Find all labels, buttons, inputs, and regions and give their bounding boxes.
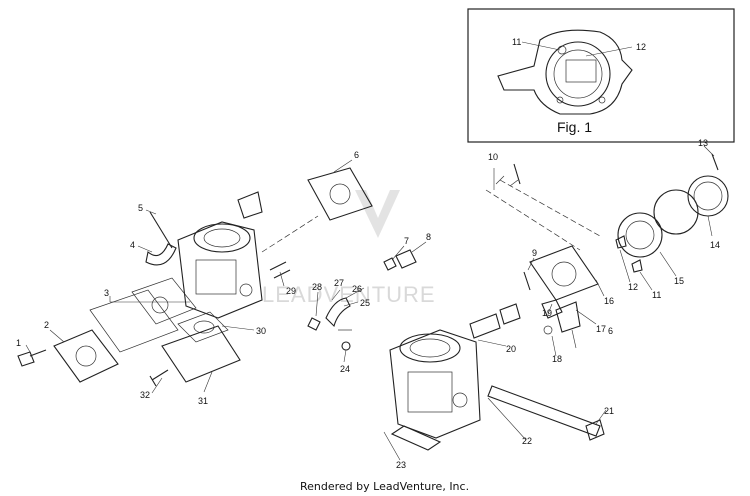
inset-label-12: 12 (636, 42, 646, 52)
leader-lines (25, 145, 715, 461)
callout-24: 24 (340, 364, 350, 374)
callout-8: 8 (426, 232, 431, 242)
callout-29: 29 (286, 286, 296, 296)
inset-fig1: 11 12 Fig. 1 (467, 8, 735, 143)
callout-13: 13 (698, 138, 708, 148)
right-carburetor-group (389, 153, 729, 451)
left-carburetor-group (17, 167, 417, 387)
callout-32: 32 (140, 390, 150, 400)
callout-26: 26 (352, 284, 362, 294)
callout-6-upper: 6 (354, 150, 359, 160)
callout-7: 7 (404, 236, 409, 246)
inset-label-11: 11 (512, 37, 521, 47)
callout-19: 19 (542, 308, 552, 318)
callout-30: 30 (256, 326, 266, 336)
callout-31: 31 (198, 396, 208, 406)
callout-28: 28 (312, 282, 322, 292)
callout-14: 14 (710, 240, 720, 250)
callout-10: 10 (488, 152, 498, 162)
callout-23: 23 (396, 460, 406, 470)
inset-frame (467, 8, 735, 143)
callout-2: 2 (44, 320, 49, 330)
inset-caption: Fig. 1 (557, 119, 592, 135)
callout-labels: 1 2 3 4 5 6 6 7 8 9 10 11 12 13 14 15 16… (16, 138, 720, 470)
callout-17: 17 (596, 324, 606, 334)
callout-6-lower: 6 (608, 326, 613, 336)
callout-16: 16 (604, 296, 614, 306)
callout-20: 20 (506, 344, 516, 354)
callout-11: 11 (652, 290, 661, 300)
callout-9: 9 (532, 248, 537, 258)
callout-21: 21 (604, 406, 614, 416)
callout-27: 27 (334, 278, 344, 288)
callout-5: 5 (138, 203, 143, 213)
callout-3: 3 (104, 288, 109, 298)
callout-4: 4 (130, 240, 135, 250)
callout-25: 25 (360, 298, 370, 308)
callout-1: 1 (16, 338, 21, 348)
callout-12: 12 (628, 282, 638, 292)
callout-18: 18 (552, 354, 562, 364)
callout-22: 22 (522, 436, 532, 446)
footer-credit: Rendered by LeadVenture, Inc. (300, 480, 469, 493)
callout-15: 15 (674, 276, 684, 286)
